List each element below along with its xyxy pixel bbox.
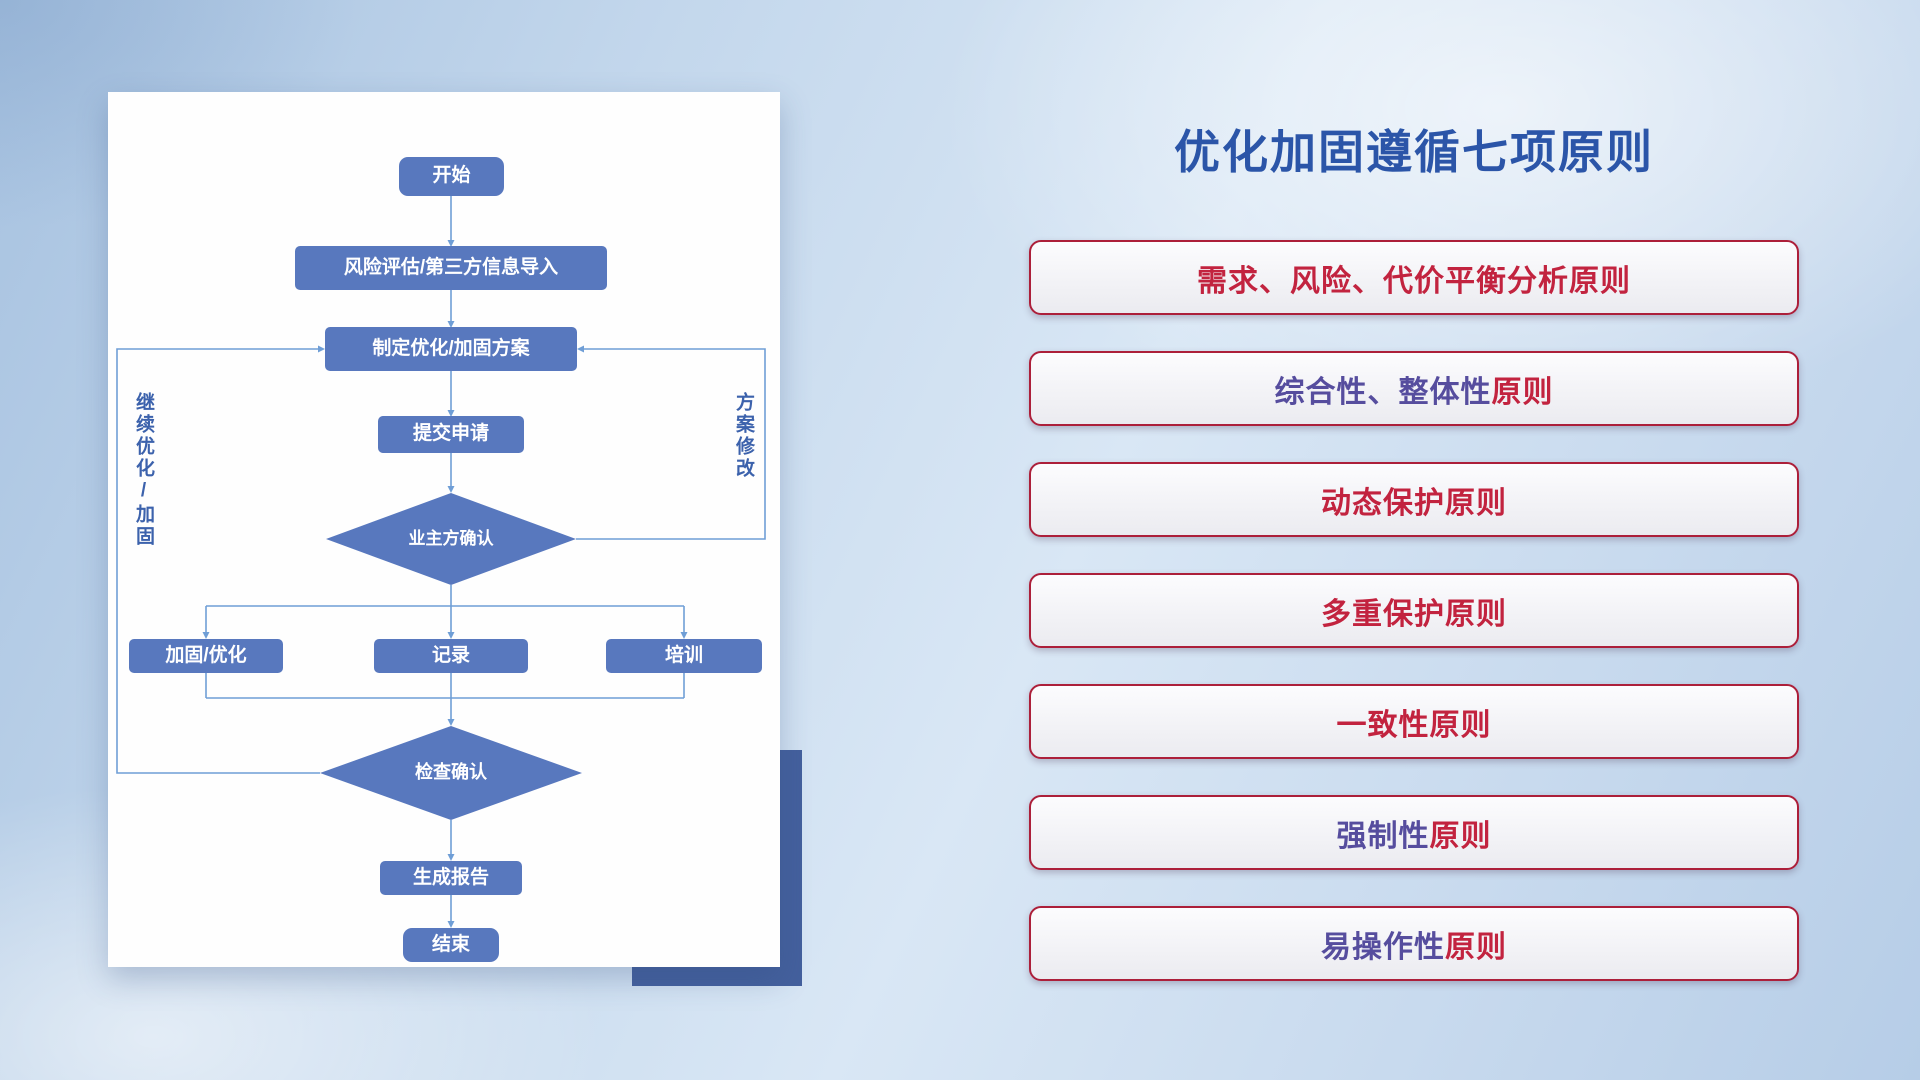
loop-label-plan-revision: 方案修改 xyxy=(733,392,754,480)
flow-connectors xyxy=(116,196,766,928)
principle-pill: 多重保护原则 xyxy=(1029,573,1799,648)
principles-list: 需求、风险、代价平衡分析原则综合性、整体性原则动态保护原则多重保护原则一致性原则… xyxy=(1029,240,1799,981)
principle-text: 综合性、整体性 xyxy=(1274,375,1492,409)
flow-node-harden-optimize: 加固/优化 xyxy=(129,639,283,673)
principle-text: 原则 xyxy=(1491,375,1554,409)
loop-label-continue-optimize: 继续优化/加固 xyxy=(133,392,154,548)
flow-node-record: 记录 xyxy=(374,639,528,673)
principle-text: 强制性 xyxy=(1336,819,1430,853)
flow-node-make-plan: 制定优化/加固方案 xyxy=(325,327,577,371)
principle-text: 动态保护原则 xyxy=(1321,486,1507,520)
flow-node-generate-report: 生成报告 xyxy=(380,861,522,895)
page-title: 优化加固遵循七项原则 xyxy=(1174,126,1654,178)
flow-node-risk-assessment: 风险评估/第三方信息导入 xyxy=(295,246,607,290)
flow-node-end: 结束 xyxy=(403,928,499,962)
principle-pill: 综合性、整体性原则 xyxy=(1029,351,1799,426)
principle-text: 原则 xyxy=(1429,819,1492,853)
flow-node-submit-request: 提交申请 xyxy=(378,416,524,453)
principle-pill: 需求、风险、代价平衡分析原则 xyxy=(1029,240,1799,315)
principle-pill: 强制性原则 xyxy=(1029,795,1799,870)
principle-text: 需求、风险、代价平衡分析原则 xyxy=(1197,264,1631,298)
flow-node-training: 培训 xyxy=(606,639,762,673)
principle-pill: 一致性原则 xyxy=(1029,684,1799,759)
principle-pill: 易操作性原则 xyxy=(1029,906,1799,981)
principle-text: 一致性原则 xyxy=(1336,708,1492,742)
flowchart-card: 开始 风险评估/第三方信息导入 制定优化/加固方案 提交申请 业主方确认 加固/… xyxy=(108,92,780,967)
principle-text: 易操作性 xyxy=(1321,930,1445,964)
principle-pill: 动态保护原则 xyxy=(1029,462,1799,537)
principle-text: 原则 xyxy=(1445,930,1507,964)
flow-node-start: 开始 xyxy=(399,157,504,196)
principle-text: 多重保护原则 xyxy=(1321,597,1507,631)
